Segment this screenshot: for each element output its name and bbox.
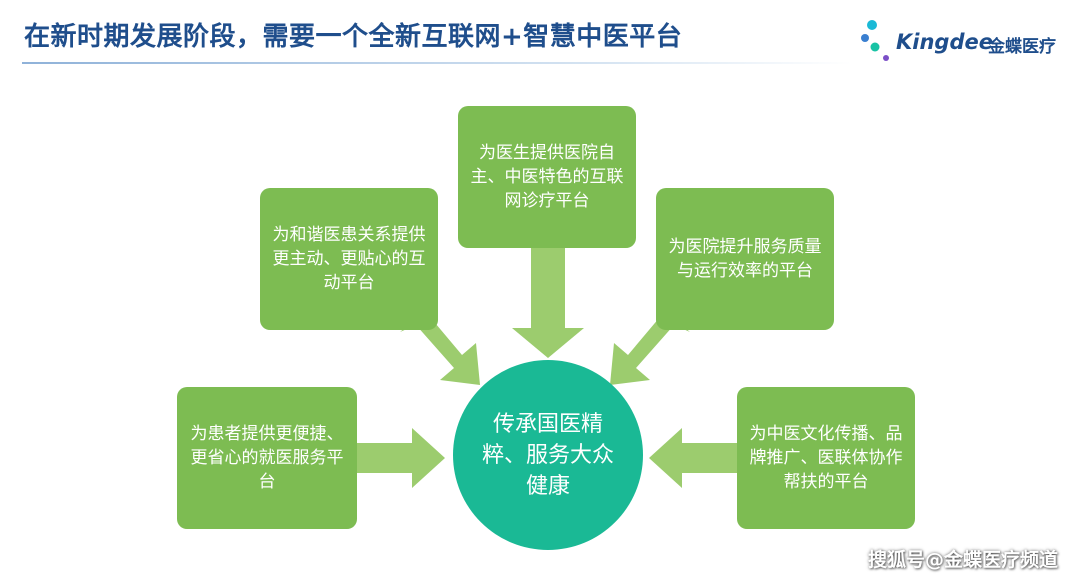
watermark: 搜狐号@金蝶医疗频道 (867, 549, 1058, 571)
brand-logo: Kingdee 金蝶医疗 (860, 18, 1070, 64)
page-title: 在新时期发展阶段，需要一个全新互联网+智慧中医平台 (24, 22, 683, 52)
node-lower-right: 为中医文化传播、品牌推广、医联体协作帮扶的平台 (737, 387, 915, 529)
center-circle: 传承国医精粹、服务大众健康 (453, 360, 643, 550)
node-upper-left: 为和谐医患关系提供更主动、更贴心的互动平台 (260, 188, 438, 330)
node-upper-right: 为医院提升服务质量与运行效率的平台 (656, 188, 834, 330)
arrow-lower-left (357, 428, 445, 488)
title-divider (22, 62, 852, 64)
kingdee-dots-icon (861, 20, 889, 61)
arrow-top-center (512, 248, 584, 358)
logo-wordmark: Kingdee (896, 30, 993, 54)
node-top-center: 为医生提供医院自主、中医特色的互联网诊疗平台 (458, 106, 636, 248)
logo-cn-name: 金蝶医疗 (988, 37, 1056, 57)
arrow-lower-right (649, 428, 737, 488)
node-lower-left: 为患者提供更便捷、更省心的就医服务平台 (177, 387, 357, 529)
